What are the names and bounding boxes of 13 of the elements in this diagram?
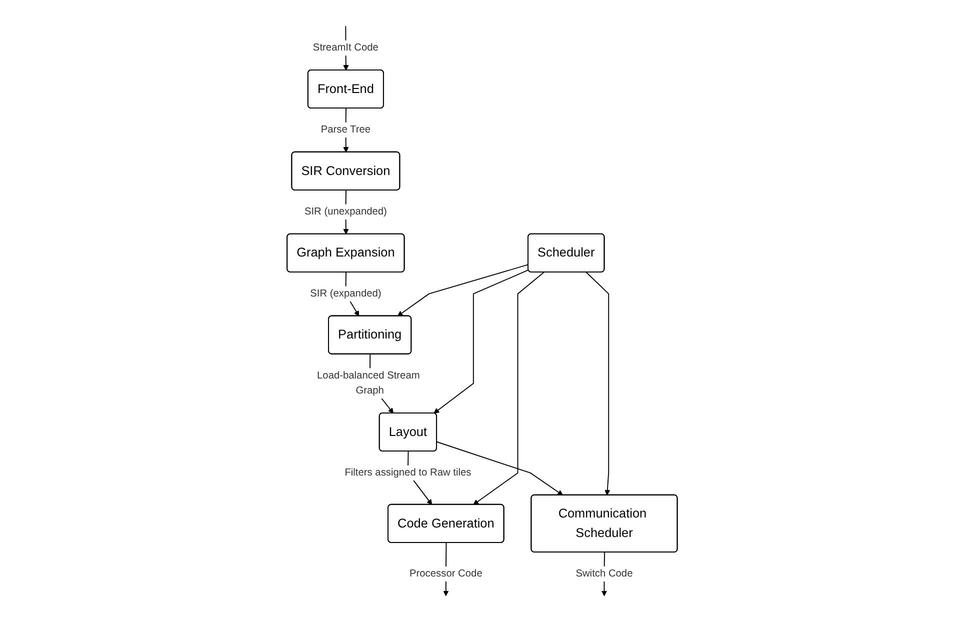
arrow bbox=[397, 264, 529, 316]
edge-label: Load-balanced Stream Graph bbox=[316, 370, 420, 396]
arrow bbox=[434, 270, 529, 414]
arrow bbox=[472, 272, 544, 505]
edge-label: Switch Code bbox=[576, 568, 633, 580]
edge-label: SIR (expanded) bbox=[310, 288, 382, 299]
edge-label: Processor Code bbox=[409, 568, 482, 580]
edge-label: Filters assigned to Raw tiles bbox=[344, 467, 472, 478]
edge-label: StreamIt Code bbox=[312, 42, 378, 54]
arrow bbox=[436, 441, 563, 496]
edge-label: Parse Tree bbox=[320, 124, 370, 136]
edge-label: SIR (unexpanded) bbox=[304, 206, 387, 217]
arrow bbox=[586, 272, 610, 496]
